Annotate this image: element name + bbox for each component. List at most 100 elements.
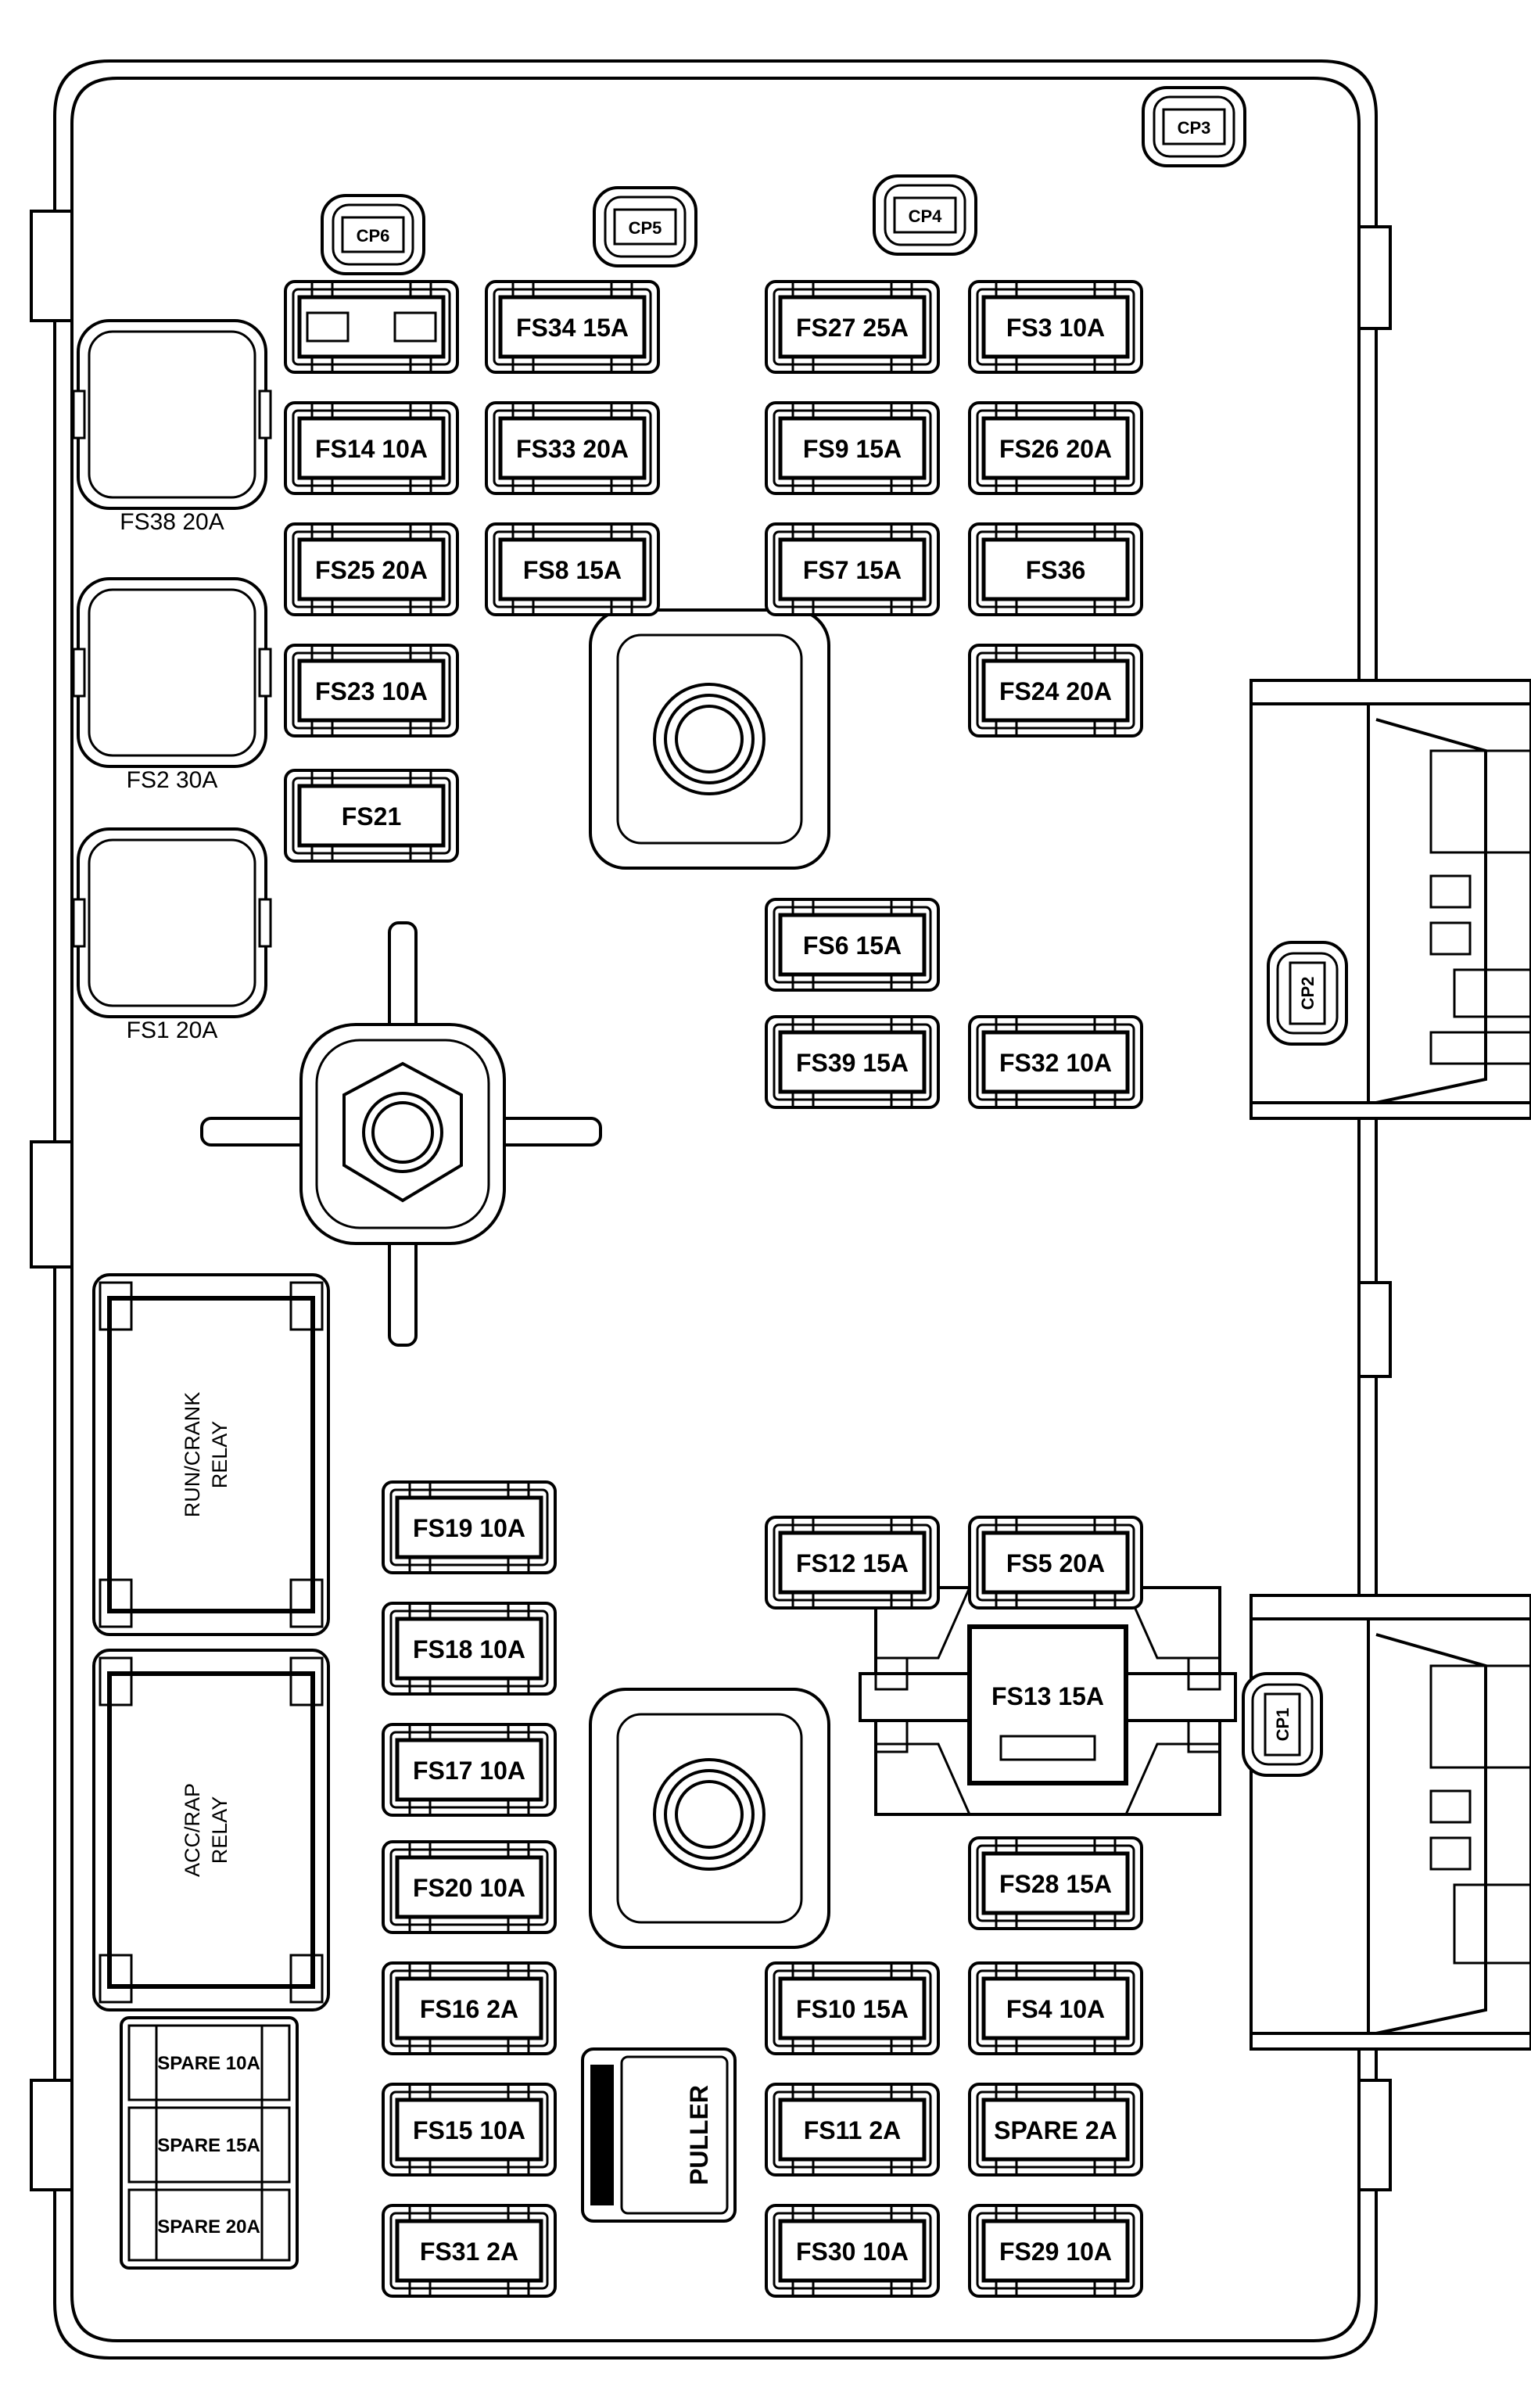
fuse-label-fs29: FS29 10A bbox=[999, 2238, 1112, 2266]
fuse-label-fs8: FS8 15A bbox=[523, 556, 622, 584]
fuse-label-fs31: FS31 2A bbox=[420, 2238, 518, 2266]
fuse-label-fs27: FS27 25A bbox=[796, 314, 909, 342]
connector-cp4: CP4 bbox=[873, 174, 977, 256]
fuse-fs21: FS21 bbox=[285, 770, 457, 861]
fuse-label-fs39: FS39 15A bbox=[796, 1049, 909, 1077]
fuse-fs29: FS29 10A bbox=[970, 2205, 1142, 2296]
fuse-fs10: FS10 15A bbox=[766, 1963, 938, 2054]
fuse-fs28: FS28 15A bbox=[970, 1838, 1142, 1929]
fuse-fs20: FS20 10A bbox=[383, 1842, 555, 1933]
fuse-label-fs19: FS19 10A bbox=[413, 1514, 525, 1542]
relay-run-crank: RUN/CRANK RELAY bbox=[92, 1273, 330, 1636]
fuse-fs17: FS17 10A bbox=[383, 1724, 555, 1815]
fuse-label-fs26-20: FS26 20A bbox=[999, 435, 1112, 463]
fuse-fs6: FS6 15A bbox=[766, 899, 938, 990]
fuse-label-spare2: SPARE 2A bbox=[994, 2116, 1117, 2144]
fuse-fs39: FS39 15A bbox=[766, 1017, 938, 1107]
fuse-label-fs17: FS17 10A bbox=[413, 1757, 525, 1785]
spare-fuse-holder: SPARE 10A SPARE 15A SPARE 20A bbox=[120, 2016, 299, 2270]
fuse-fs9: FS9 15A bbox=[766, 403, 938, 493]
large-fuse-fs1: FS1 20A bbox=[72, 827, 272, 1043]
fuse-fs11: FS11 2A bbox=[766, 2084, 938, 2175]
fuse-slot-empty bbox=[285, 282, 457, 372]
fuse-label-fs20: FS20 10A bbox=[413, 1874, 525, 1902]
fuse-label-fs12: FS12 15A bbox=[796, 1549, 909, 1577]
cp2-label: CP2 bbox=[1298, 977, 1318, 1010]
fuse-label-fs36: FS36 bbox=[1026, 556, 1085, 584]
fuse-label-fs9: FS9 15A bbox=[803, 435, 902, 463]
fuse-fs30: FS30 10A bbox=[766, 2205, 938, 2296]
fuse-fs15: FS15 10A bbox=[383, 2084, 555, 2175]
fuse-label-fs15: FS15 10A bbox=[413, 2116, 525, 2144]
fuse-fs7: FS7 15A bbox=[766, 524, 938, 615]
connector-cp1: CP1 bbox=[1242, 1672, 1323, 1777]
spare-10a: SPARE 10A bbox=[157, 2053, 260, 2074]
connector-cp5: CP5 bbox=[593, 186, 697, 267]
fuse-spare2: SPARE 2A bbox=[970, 2084, 1142, 2175]
large-fuse-fs2: FS2 30A bbox=[72, 577, 272, 793]
fuse-fs31: FS31 2A bbox=[383, 2205, 555, 2296]
fuse-fs24: FS24 20A bbox=[970, 645, 1142, 736]
mounting-stud-upper bbox=[589, 608, 830, 870]
fuse-label-fs11: FS11 2A bbox=[804, 2116, 902, 2144]
relay-acc-rap: ACC/RAP RELAY bbox=[92, 1649, 330, 2011]
fuse-label-fs6: FS6 15A bbox=[803, 931, 902, 960]
fuse-fs4: FS4 10A bbox=[970, 1963, 1142, 2054]
acc-rap-line2: RELAY bbox=[208, 1796, 231, 1864]
fuse-fs12: FS12 15A bbox=[766, 1517, 938, 1608]
cp4-label: CP4 bbox=[909, 206, 943, 226]
fuse-label-fs34: FS34 15A bbox=[516, 314, 629, 342]
connector-cp2: CP2 bbox=[1267, 941, 1348, 1046]
fuse-label-fs28: FS28 15A bbox=[999, 1870, 1112, 1898]
fuse-puller: PULLER bbox=[581, 2047, 737, 2223]
fuse-fs34: FS34 15A bbox=[486, 282, 658, 372]
fuse-fs26-20: FS26 20A bbox=[970, 403, 1142, 493]
spare-15a: SPARE 15A bbox=[157, 2135, 260, 2156]
fuse-fs32: FS32 10A bbox=[970, 1017, 1142, 1107]
fuse-label-fs7: FS7 15A bbox=[803, 556, 902, 584]
mounting-stud-lower bbox=[589, 1688, 830, 1949]
fuse-label-fs23: FS23 10A bbox=[315, 677, 428, 705]
cp5-label: CP5 bbox=[629, 218, 662, 238]
side-connector-upper bbox=[1250, 679, 1531, 1120]
fuse-label-fs10: FS10 15A bbox=[796, 1995, 909, 2023]
acc-rap-line1: ACC/RAP bbox=[181, 1783, 204, 1877]
fs38-label: FS38 20A bbox=[120, 509, 224, 535]
fuse-fs23: FS23 10A bbox=[285, 645, 457, 736]
side-connector-lower bbox=[1250, 1594, 1531, 2051]
puller-label: PULLER bbox=[685, 2085, 713, 2185]
fuse-fs27: FS27 25A bbox=[766, 282, 938, 372]
fuse-label-fs18: FS18 10A bbox=[413, 1635, 525, 1663]
fuse-label-fs32: FS32 10A bbox=[999, 1049, 1112, 1077]
fs1-label: FS1 20A bbox=[127, 1017, 218, 1043]
fuse-fs16: FS16 2A bbox=[383, 1963, 555, 2054]
cp6-label: CP6 bbox=[357, 226, 390, 246]
fuse-label-fs30: FS30 10A bbox=[796, 2238, 909, 2266]
connector-cp6: CP6 bbox=[321, 194, 425, 275]
fs2-label: FS2 30A bbox=[127, 767, 218, 793]
fuse-label-fs14: FS14 10A bbox=[315, 435, 428, 463]
fs13-holder: FS13 15A bbox=[859, 1586, 1237, 1816]
fuse-fs8: FS8 15A bbox=[486, 524, 658, 615]
fuse-label-fs5: FS5 20A bbox=[1006, 1549, 1105, 1577]
connector-cp3: CP3 bbox=[1142, 86, 1246, 167]
run-crank-line1: RUN/CRANK bbox=[181, 1392, 204, 1518]
fuse-fs36: FS36 bbox=[970, 524, 1142, 615]
cp1-label: CP1 bbox=[1273, 1708, 1293, 1742]
cp3-label: CP3 bbox=[1178, 118, 1211, 138]
fuse-label-fs25: FS25 20A bbox=[315, 556, 428, 584]
spare-20a: SPARE 20A bbox=[157, 2216, 260, 2238]
fuse-fs18: FS18 10A bbox=[383, 1603, 555, 1694]
cross-nut bbox=[200, 921, 602, 1347]
fuse-label-fs33: FS33 20A bbox=[516, 435, 629, 463]
fuse-fs3: FS3 10A bbox=[970, 282, 1142, 372]
fuse-fs25: FS25 20A bbox=[285, 524, 457, 615]
fuse-fs19: FS19 10A bbox=[383, 1482, 555, 1573]
fuse-label-fs24: FS24 20A bbox=[999, 677, 1112, 705]
fs13-label: FS13 15A bbox=[991, 1682, 1104, 1710]
fuse-fs5: FS5 20A bbox=[970, 1517, 1142, 1608]
fuse-label-fs16: FS16 2A bbox=[420, 1995, 518, 2023]
fuse-label-fs4: FS4 10A bbox=[1006, 1995, 1105, 2023]
run-crank-line2: RELAY bbox=[208, 1421, 231, 1489]
